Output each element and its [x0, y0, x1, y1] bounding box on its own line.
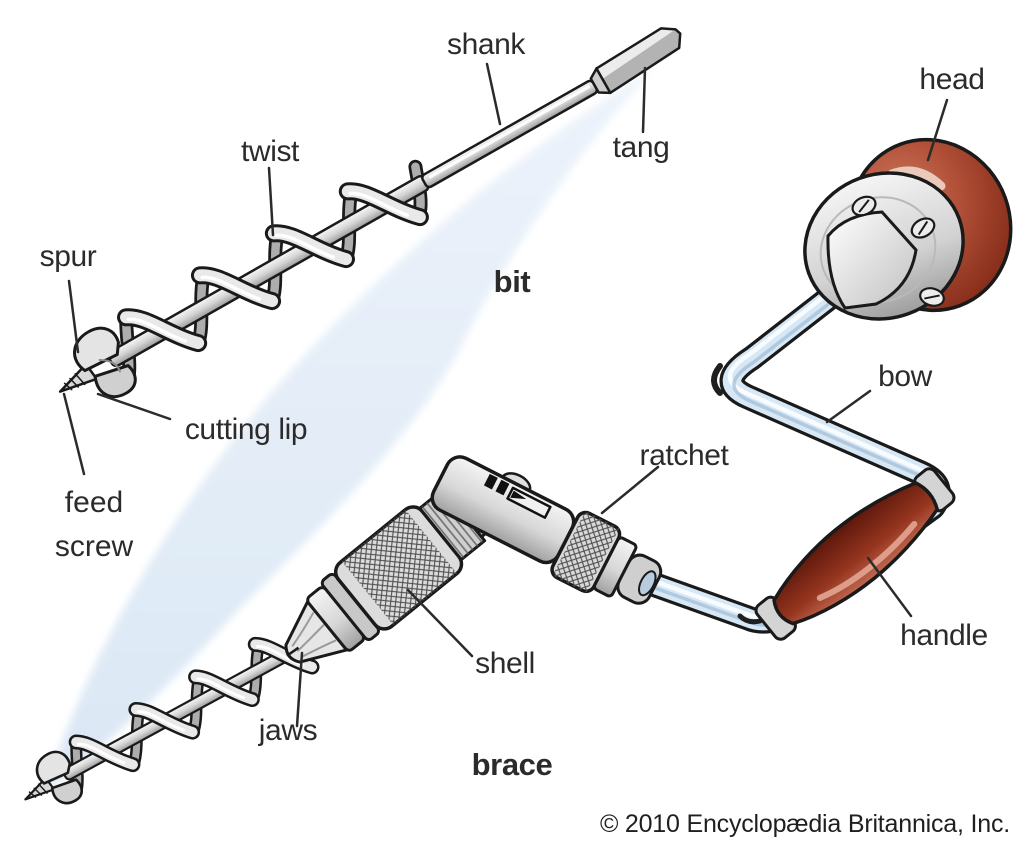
twist-helix-front — [117, 182, 429, 353]
flange-screw — [910, 217, 936, 239]
leader-twist — [267, 166, 275, 237]
label-cutting-lip: cutting lip — [184, 413, 308, 446]
bit-tip — [58, 326, 137, 399]
label-feed-screw-line1: feed — [64, 486, 124, 519]
auger-bit-drawing — [58, 27, 682, 399]
label-jaws: jaws — [258, 714, 318, 747]
label-shank: shank — [446, 28, 526, 61]
label-handle: handle — [900, 619, 988, 652]
leader-feed-screw — [62, 392, 86, 476]
label-bit: bit — [493, 264, 531, 299]
leader-jaws — [295, 651, 304, 728]
brace-handle — [754, 467, 956, 641]
leader-head — [926, 98, 949, 162]
label-ratchet: ratchet — [639, 439, 729, 472]
leader-tang — [641, 66, 647, 134]
copyright-notice: © 2010 Encyclopædia Britannica, Inc. — [599, 810, 1010, 838]
head-cone — [826, 210, 918, 310]
leader-cutting-lip — [96, 392, 172, 421]
label-feed-screw: feed screw — [55, 481, 133, 569]
leader-handle — [866, 556, 913, 618]
flange-screw — [919, 287, 945, 307]
label-twist: twist — [240, 135, 300, 168]
ratchet-assembly — [430, 455, 663, 605]
leader-ratchet — [600, 465, 660, 515]
leader-shank — [485, 62, 502, 126]
auger-bit-in-chuck — [24, 636, 320, 805]
label-shell: shell — [475, 647, 535, 680]
bit-tip — [24, 750, 84, 805]
leader-lines — [62, 62, 949, 728]
spur-shape — [73, 326, 120, 373]
cutting-lip-shape — [93, 364, 137, 399]
brace-head — [803, 137, 1013, 321]
label-tang: tang — [612, 131, 670, 164]
label-bow: bow — [878, 360, 932, 393]
label-head: head — [919, 63, 985, 96]
background-swoosh — [44, 68, 655, 793]
tang-shape — [589, 27, 682, 95]
flange-screw — [851, 195, 877, 217]
label-feed-screw-line2: screw — [54, 530, 134, 563]
leader-spur — [67, 279, 80, 354]
leader-bow — [825, 389, 872, 424]
label-spur: spur — [39, 240, 97, 273]
label-brace: brace — [471, 747, 553, 782]
leader-shell — [406, 588, 474, 658]
